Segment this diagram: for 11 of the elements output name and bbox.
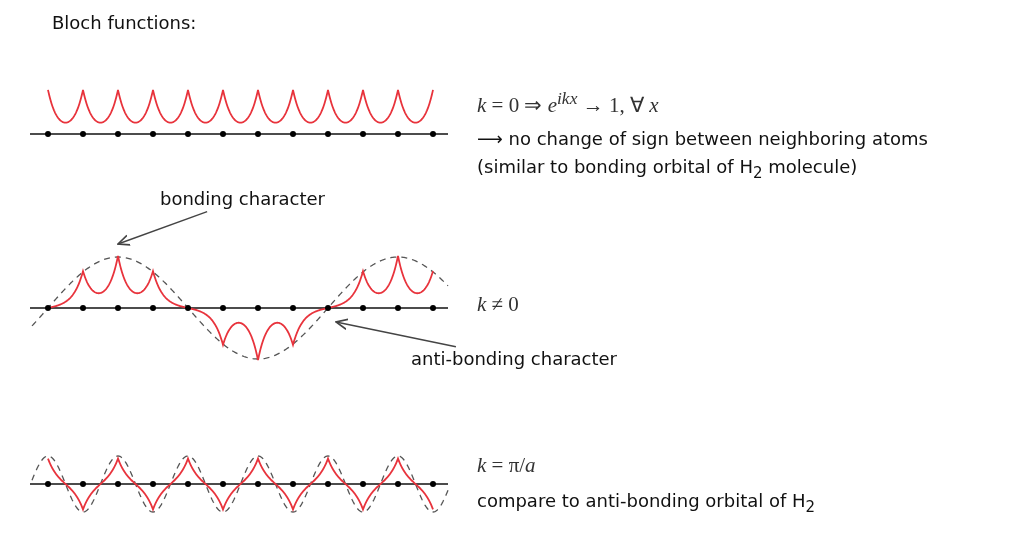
- callout-text: anti-bonding character: [411, 348, 617, 370]
- formula: k = 0 ⇒ e$^{ikx}$ → 1, ∀ x: [477, 88, 659, 119]
- note-text: ⟶ no change of sign between neighboring atoms: [477, 128, 928, 150]
- leader-arrow: [335, 318, 457, 348]
- note-text: (similar to bonding orbital of H$_{2}$ molecule): [477, 156, 858, 182]
- formula: k ≠ 0: [477, 292, 519, 318]
- formula: k = π/a: [477, 453, 536, 479]
- leader-arrow: [117, 210, 208, 246]
- heading: Bloch functions:: [52, 12, 197, 34]
- callout-text: bonding character: [160, 188, 326, 210]
- note-text: compare to anti-bonding orbital of H$_{2}$: [477, 490, 816, 516]
